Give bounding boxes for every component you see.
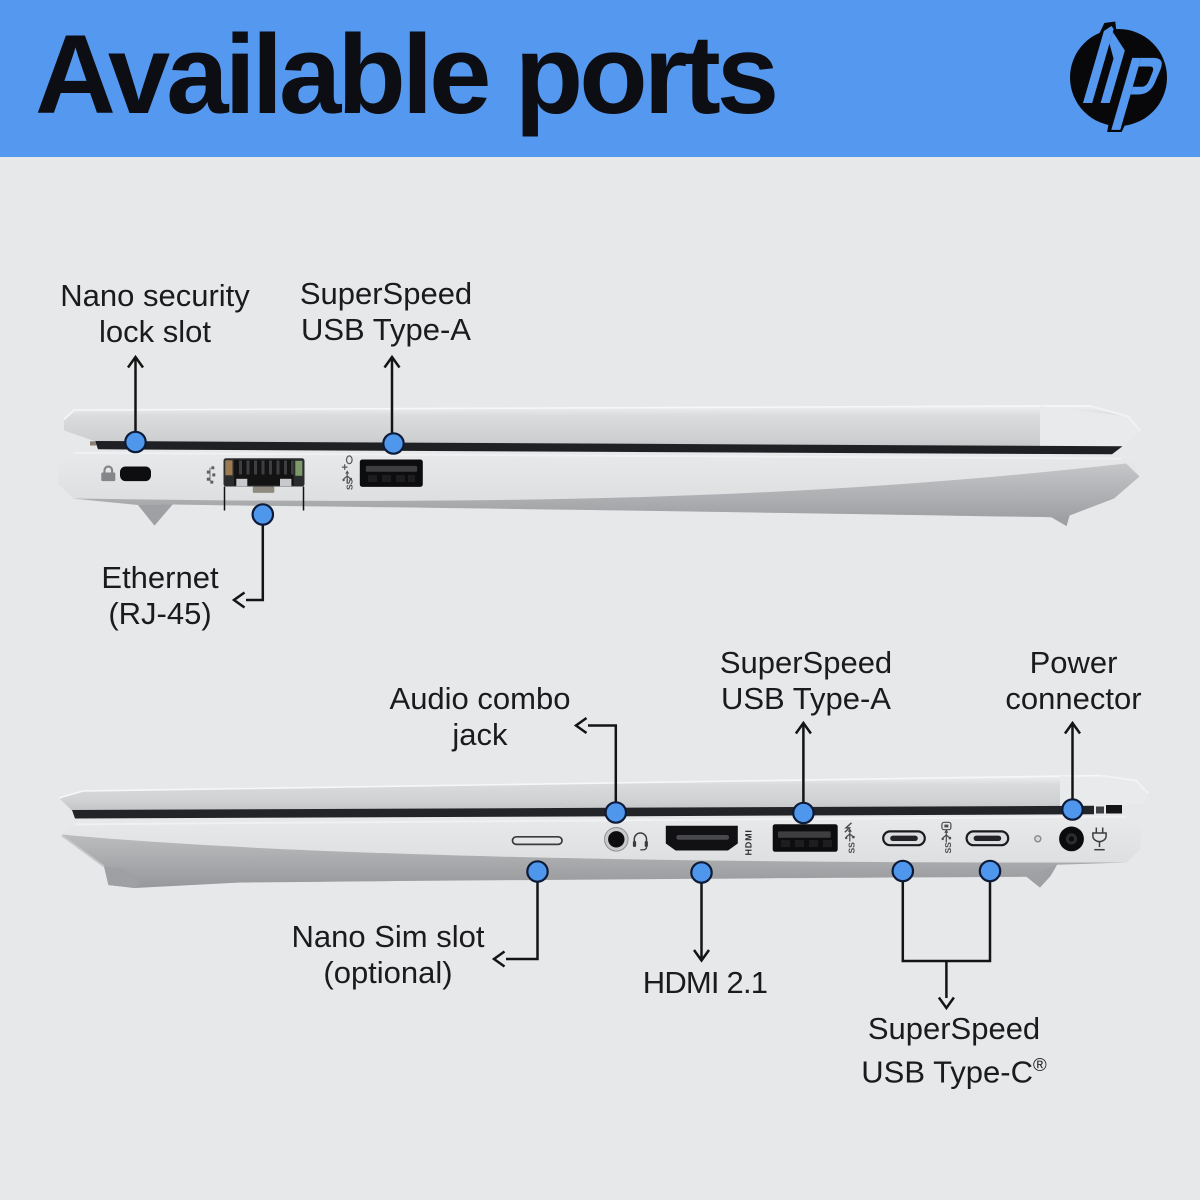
svg-text:SS: SS [847, 842, 857, 854]
svg-text:SS: SS [943, 842, 953, 854]
svg-text:SS: SS [345, 478, 355, 490]
svg-text:HDMI: HDMI [744, 829, 754, 855]
